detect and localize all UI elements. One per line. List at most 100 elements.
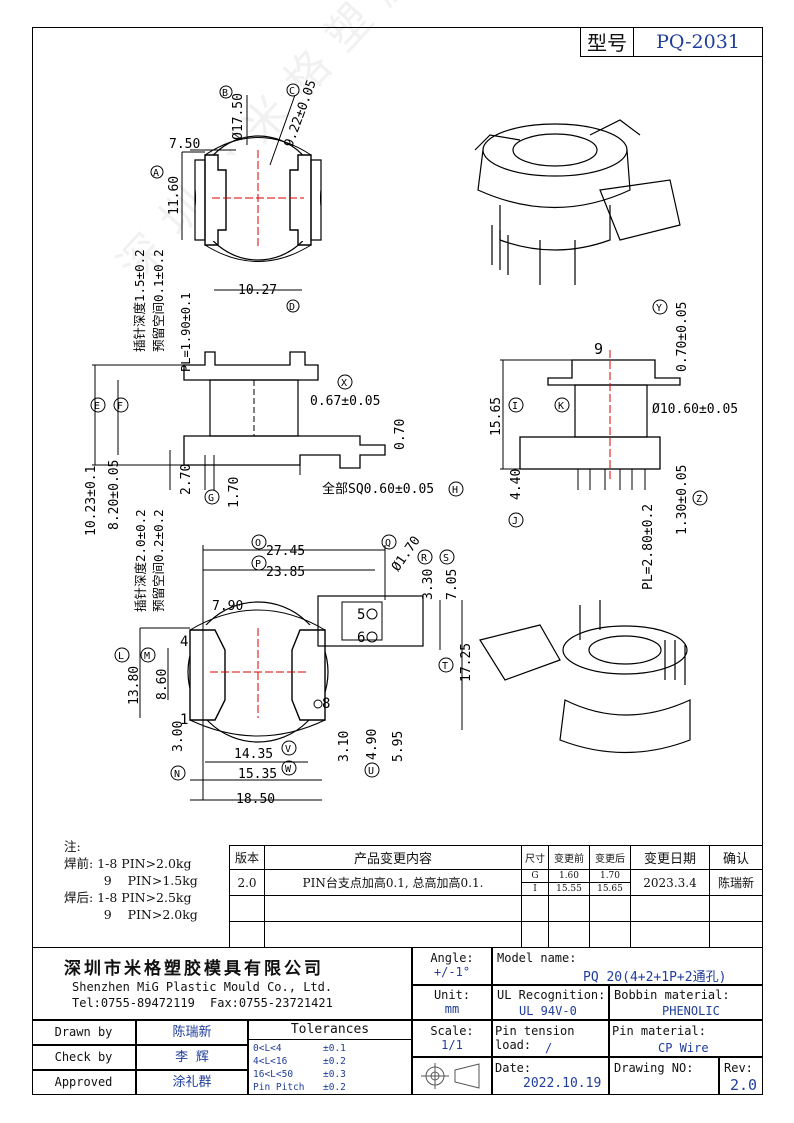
tol-range-2: 4<L<16 [253,1056,288,1067]
rev-after-1: 1.70 [599,871,621,881]
company-tel: Tel:0755-89472119 [72,996,195,1010]
label-Z: Z [696,494,702,505]
label-O: O [255,538,261,549]
rev-content: PIN台支点加高0.1, 总高加高0.1. [264,869,522,896]
label-E: E [94,401,100,412]
label-D: D [289,302,295,313]
notes-line-4: 9 PIN>2.0kg [64,907,198,922]
ul-label: UL Recognition: [497,988,606,1002]
dim-pl-1-90: PL=1.90±0.1 [179,293,193,372]
rev-label: Rev: [724,1061,753,1075]
label-T: T [442,661,448,672]
label-Y: Y [656,303,662,314]
label-H: H [452,485,458,496]
pin-8: 8 [322,696,330,712]
label-G: G [208,493,214,504]
rev-after: 1.70 15.65 [589,869,631,896]
pin-6: 6 [357,630,365,646]
check-value: 李 辉 [136,1045,248,1070]
tol-range-1: 0<L<4 [253,1043,282,1054]
label-X: X [341,378,347,389]
dim-5-95: 5.95 [391,731,406,762]
label-N: N [174,769,180,780]
label-W: W [285,764,292,775]
label-S: S [443,553,449,564]
dim-13-80: 13.80 [127,666,142,705]
pin-material-cell: Pin material: CP Wire [609,1020,763,1057]
dim-14-35: 14.35 [234,747,273,762]
dim-0-67: 0.67±0.05 [310,394,380,409]
dim-dia-17: Ø17.50 [231,93,246,140]
dim-7-50: 7.50 [169,137,200,152]
front-view [500,299,708,528]
label-K: K [558,401,564,412]
pin-material-label: Pin material: [612,1024,706,1038]
rev-header-content: 产品变更内容 [264,845,522,870]
drawing-sheet [32,27,763,1095]
rev-after-2: 15.65 [590,882,630,895]
dim-sq: 全部SQ0.60±0.05 [322,481,434,497]
dim-11-60: 11.60 [167,176,182,215]
model-value: PQ-2031 [656,30,740,53]
tolerance-list: 0<L<4±0.1 4<L<16±0.2 16<L<50±0.3 Pin Pit… [253,1042,346,1094]
rev-confirm: 陈瑞新 [709,869,763,896]
rev-value: 2.0 [730,1076,758,1094]
pin-tension-label: Pin tension load: [495,1024,575,1052]
rev-dims: G I [521,869,549,896]
label-J: J [512,516,518,527]
tol-value-1: ±0.1 [323,1043,346,1054]
dim-10-27: 10.27 [238,283,277,298]
ul-cell: UL Recognition: UL 94V-0 [492,985,609,1020]
tol-value-3: ±0.3 [323,1069,346,1080]
unit-value: mm [444,1002,460,1016]
ul-value: UL 94V-0 [519,1004,577,1018]
iso-view-top [474,119,681,285]
label-P: P [255,559,261,570]
date-label: Date: [495,1061,532,1075]
approved-value: 涂礼群 [136,1070,248,1095]
dim-3-10: 3.10 [337,731,352,762]
tol-range-4: Pin Pitch [253,1082,305,1093]
rev-ver: 2.0 [229,869,265,896]
rev-before-1: 1.60 [558,871,580,881]
angle-value: +/-1° [433,965,471,979]
revision-table: 版本 产品变更内容 尺寸 变更前 变更后 变更日期 确认 2.0 PIN台支点加… [229,845,763,948]
label-I: I [512,401,518,412]
dim-15-35: 15.35 [238,767,277,782]
note-pin-depth-2: 插针深度2.0±0.2 [133,509,148,612]
date-value: 2022.10.19 [523,1076,602,1091]
dim-dia-10-60: Ø10.60±0.05 [652,402,738,417]
angle-label: Angle: [430,951,474,965]
dim-18-50: 18.50 [236,792,275,807]
label-U: U [368,766,374,777]
label-C: C [289,86,295,97]
bobbin-value: PHENOLIC [662,1004,720,1018]
dim-3-30: 3.30 [421,569,436,600]
dim-0-70: 0.70 [393,419,408,450]
rev-date: 2023.3.4 [630,869,710,896]
rev-header-before: 变更前 [548,845,590,870]
check-label: Check by [32,1045,136,1070]
label-V: V [285,744,291,755]
company-fax: Fax:0755-23721421 [210,996,333,1010]
rev-header-ver: 版本 [229,845,265,870]
label-B: B [222,88,228,99]
iso-view-bottom [479,600,691,754]
dim-8-20: 8.20±0.05 [107,460,122,530]
rev-cell: Rev: 2.0 [719,1057,763,1095]
bottom-view [114,534,463,801]
dim-3-00: 3.00 [171,721,186,752]
label-R: R [421,553,428,564]
model-header: 型号 PQ-2031 [580,27,763,57]
drawing-no-label: Drawing NO: [614,1061,694,1075]
note-pin-depth-1: 插针深度1.5±0.2 [132,249,147,352]
tolerances-cell: Tolerances 0<L<4±0.1 4<L<16±0.2 16<L<50±… [248,1020,412,1095]
tol-value-2: ±0.2 [323,1056,346,1067]
bobbin-cell: Bobbin material: PHENOLIC [609,985,763,1020]
scale-cell: Scale: 1/1 [412,1020,492,1057]
company-cn: 深圳市米格塑胶模具有限公司 [64,959,324,979]
dim-17-25: 17.25 [459,643,474,682]
dim-2-70: 2.70 [179,464,194,495]
side-view [90,351,464,505]
